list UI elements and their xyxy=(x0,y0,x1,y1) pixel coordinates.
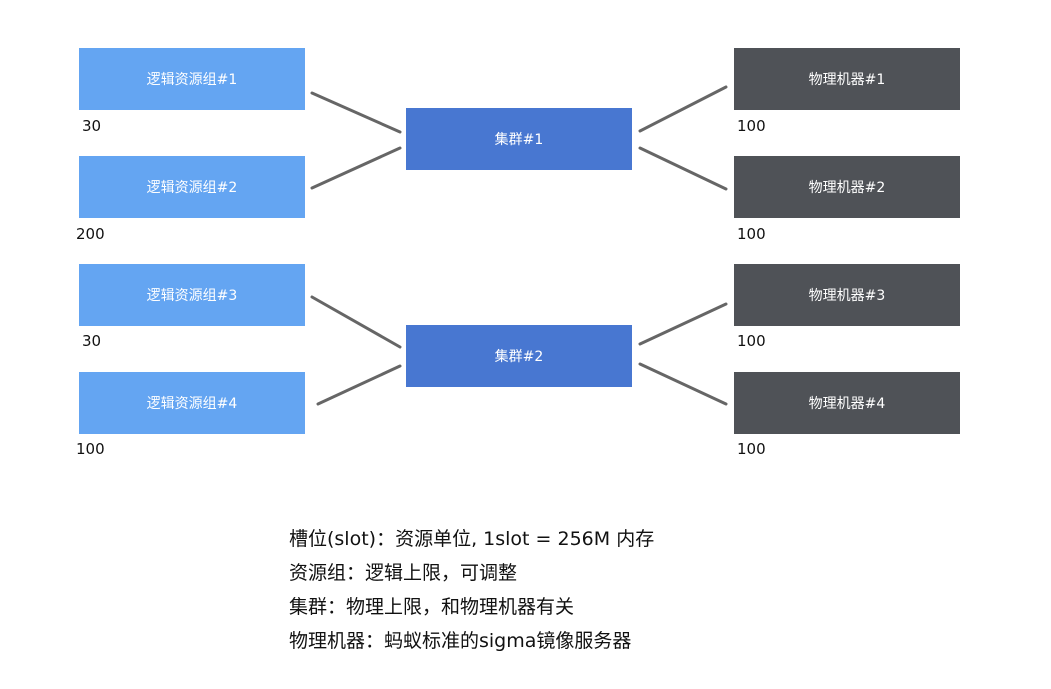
machine-3-label: 物理机器#3 xyxy=(808,288,886,304)
logical-group-2: 逻辑资源组#2 xyxy=(79,156,305,218)
connector-cluster2-machine4 xyxy=(638,362,728,406)
logical-group-1-label: 逻辑资源组#1 xyxy=(146,72,238,88)
machine-1: 物理机器#1 xyxy=(734,48,960,110)
logical-group-1-value: 30 xyxy=(82,117,102,135)
note-cluster: 集群：物理上限，和物理机器有关 xyxy=(289,596,575,618)
machine-2-label: 物理机器#2 xyxy=(808,180,886,196)
note-physical-machine: 物理机器：蚂蚁标准的sigma镜像服务器 xyxy=(289,630,632,652)
logical-group-3-label: 逻辑资源组#3 xyxy=(146,288,238,304)
machine-3: 物理机器#3 xyxy=(734,264,960,326)
logical-group-2-value: 200 xyxy=(76,225,105,243)
logical-group-4-label: 逻辑资源组#4 xyxy=(146,396,238,412)
connector-logical2-cluster1 xyxy=(310,146,402,190)
connector-logical1-cluster1 xyxy=(310,91,402,134)
connector-cluster2-machine3 xyxy=(638,302,728,346)
machine-1-label: 物理机器#1 xyxy=(808,72,886,88)
machine-2-value: 100 xyxy=(737,225,766,243)
connector-cluster1-machine2 xyxy=(638,146,728,191)
cluster-2-label: 集群#2 xyxy=(494,349,544,365)
cluster-1-label: 集群#1 xyxy=(494,132,544,148)
machine-4: 物理机器#4 xyxy=(734,372,960,434)
logical-group-3-value: 30 xyxy=(82,332,102,350)
machine-1-value: 100 xyxy=(737,117,766,135)
legend-notes: 槽位(slot)：资源单位, 1slot = 256M 内存 资源组：逻辑上限，… xyxy=(289,522,654,658)
logical-group-1: 逻辑资源组#1 xyxy=(79,48,305,110)
logical-group-4: 逻辑资源组#4 xyxy=(79,372,305,434)
cluster-2: 集群#2 xyxy=(406,325,632,387)
note-resource-group: 资源组：逻辑上限，可调整 xyxy=(289,562,518,584)
logical-group-4-value: 100 xyxy=(76,440,105,458)
machine-4-value: 100 xyxy=(737,440,766,458)
logical-group-2-label: 逻辑资源组#2 xyxy=(146,180,238,196)
machine-3-value: 100 xyxy=(737,332,766,350)
note-slot: 槽位(slot)：资源单位, 1slot = 256M 内存 xyxy=(289,528,655,550)
connector-logical4-cluster2 xyxy=(316,364,402,406)
connector-logical3-cluster2 xyxy=(310,295,402,349)
connector-cluster1-machine1 xyxy=(638,85,728,133)
logical-group-3: 逻辑资源组#3 xyxy=(79,264,305,326)
machine-2: 物理机器#2 xyxy=(734,156,960,218)
machine-4-label: 物理机器#4 xyxy=(808,396,886,412)
cluster-1: 集群#1 xyxy=(406,108,632,170)
